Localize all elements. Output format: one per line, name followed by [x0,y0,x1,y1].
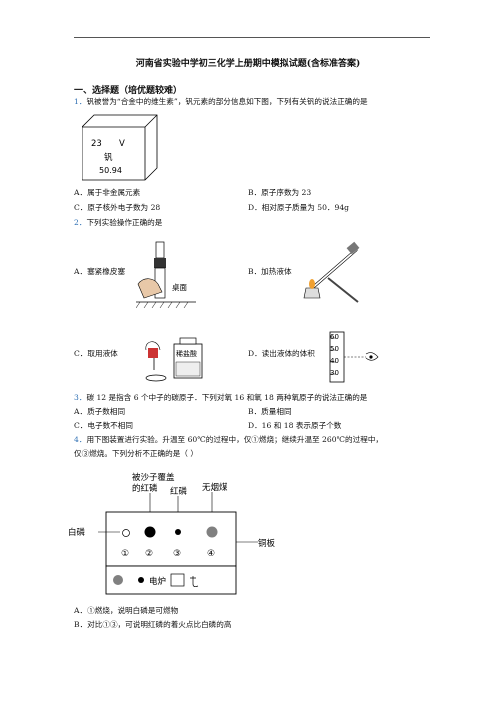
position-4: ④ [207,549,215,559]
position-3: ③ [173,549,181,559]
white-phosphorus-marker [122,529,130,537]
plug-icon [190,576,199,588]
stove-knob [113,575,123,585]
sand-label: 被沙子覆盖 [132,472,175,483]
question-text: 钒被誉为“合金中的维生素”，钒元素的部分信息如下图，下列有关钒的说法正确的是 [86,97,368,106]
q1-option-a[interactable]: A．属于非金属元素 [74,188,141,197]
desk-label: 桌面 [172,282,187,292]
red-phosphorus-marker [175,529,181,535]
question-4: 4．用下图装置进行实验。升温至 60℃的过程中，仅①燃烧；继续升温至 260℃的… [74,434,383,445]
header-rule [74,37,430,38]
reagent-label: 稀盐酸 [176,349,197,358]
white-phosphorus-label: 白磷 [68,527,86,538]
q3-option-a[interactable]: A．质子数相同 [74,407,126,416]
tick-60: 60 [330,333,339,341]
position-1: ① [121,549,129,559]
stove-switch [170,573,185,587]
question-text: 用下图装置进行实验。升温至 60℃的过程中，仅①燃烧；继续升温至 260℃的过程… [86,435,384,444]
q2-option-b[interactable]: B．加热液体 [248,267,292,276]
red-phosphorus-label: 红磷 [170,486,188,497]
question-4-line-2: 仅③燃烧。下列分析不正确的是（ ） [74,449,198,458]
covered-red-phosphorus-marker [144,526,156,538]
coal-marker [206,526,218,538]
tick-50: 50 [330,345,339,353]
question-1: 1．钒被誉为“合金中的维生素”，钒元素的部分信息如下图，下列有关钒的说法正确的是 [74,96,368,107]
question-number: 1． [74,97,87,106]
q1-option-d[interactable]: D．相对原子质量为 50．94g [248,203,350,212]
tick-40: 40 [330,357,339,365]
q3-option-b[interactable]: B．质量相同 [248,407,292,416]
sand-label-2: 的红磷 [132,483,158,494]
dropper-bottle-diagram: 稀盐酸 [145,337,203,382]
question-text: 碳 12 是指含 6 个中子的碳原子．下列对氧 16 和氧 18 两种氧原子的说… [86,393,368,402]
combustion-apparatus-diagram: 被沙子覆盖 的红磷 红磷 无烟煤 白磷 ① ② ③ ④ 铜板 电炉 [68,472,276,595]
stove-indicator [138,577,144,583]
q2-option-d[interactable]: D．读出液体的体积 [248,349,315,358]
q1-option-b[interactable]: B．原子序数为 23 [248,188,312,197]
q4-option-b[interactable]: B．对比①③，可说明红磷的着火点比白磷的高 [74,620,232,629]
q1-option-c[interactable]: C．原子核外电子数为 28 [74,203,161,212]
stove-label: 电炉 [149,576,166,587]
tick-30: 30 [330,369,339,377]
copper-plate-label: 铜板 [258,538,276,549]
element-symbol: V [119,139,125,149]
element-card: 23 V 钒 50.94 [82,114,158,181]
graduated-cylinder-diagram: 60 50 40 30 [329,331,379,383]
question-number: 2． [74,218,87,227]
question-number: 4． [74,435,87,444]
atomic-mass: 50.94 [99,166,122,175]
heating-liquid-diagram [303,241,360,303]
element-name: 钒 [104,153,113,163]
q2-option-c[interactable]: C．取用液体 [74,349,118,358]
q4-option-a[interactable]: A．①燃烧，说明白磷是可燃物 [74,606,179,615]
question-text: 下列实验操作正确的是 [86,218,163,227]
document-title: 河南省实验中学初三化学上册期中模拟试题(含标准答案) [135,59,361,69]
q3-option-c[interactable]: C．电子数不相同 [74,421,133,430]
question-number: 3． [74,393,87,402]
question-2: 2．下列实验操作正确的是 [74,217,162,228]
q2-option-a[interactable]: A．塞紧橡皮塞 [74,267,126,276]
section-heading: 一、选择题（培优题较难） [74,86,183,96]
atomic-number: 23 [91,139,102,149]
coal-label: 无烟煤 [202,482,228,493]
question-3: 3．碳 12 是指含 6 个中子的碳原子．下列对氧 16 和氧 18 两种氧原子… [74,392,367,403]
position-2: ② [145,549,153,559]
q3-option-d[interactable]: D．16 和 18 表示原子个数 [248,421,342,430]
stopper-tube-diagram: 桌面 [136,241,196,309]
